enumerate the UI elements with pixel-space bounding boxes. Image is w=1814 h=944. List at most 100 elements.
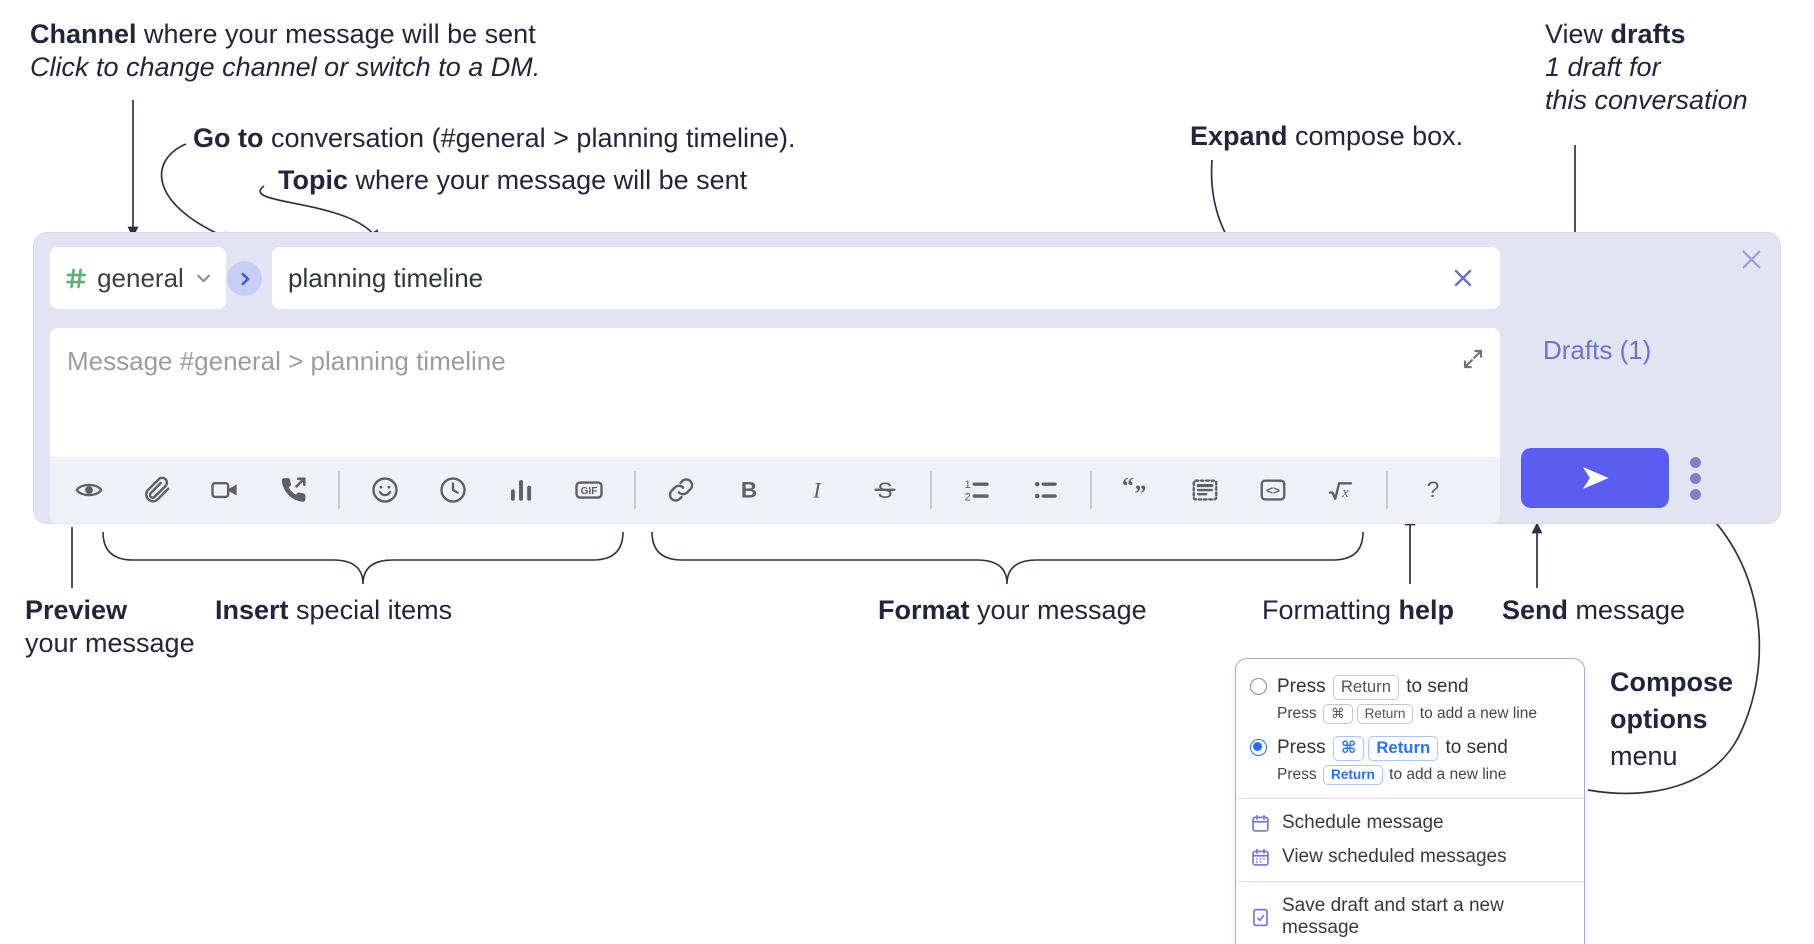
send-shortcut-option[interactable]: Press Return to send <box>1236 669 1584 702</box>
compose-options-button[interactable] <box>1683 457 1707 500</box>
gif-icon: GIF <box>575 481 603 499</box>
svg-text:”: ” <box>1135 481 1147 505</box>
annotation-format: Format your message <box>878 595 1147 625</box>
menu-item-save-draft-and-start-a-new-message[interactable]: Save draft and start a new message <box>1236 889 1584 944</box>
channel-selector[interactable]: general <box>49 246 227 310</box>
add-poll-button[interactable] <box>498 470 544 510</box>
ul-icon <box>1035 481 1057 499</box>
hash-icon <box>66 268 86 288</box>
spoiler-button[interactable] <box>1182 470 1228 510</box>
expand-diagonal-icon[interactable] <box>1460 346 1486 372</box>
option-sublabel: Press ⌘Return to add a new line <box>1236 702 1584 730</box>
message-input[interactable]: Message #general > planning timeline <box>50 328 1500 457</box>
svg-text:<>: <> <box>1266 483 1280 497</box>
radio-unselected[interactable] <box>1250 678 1267 695</box>
add-gif-button[interactable]: GIF <box>566 470 612 510</box>
annotation-compose-options: Compose options menu <box>1610 667 1734 771</box>
kbd-key: Return <box>1356 704 1414 725</box>
dot <box>1689 473 1701 484</box>
drafts-link[interactable]: Drafts (1) <box>1543 335 1652 365</box>
quote-button[interactable]: “” <box>1114 470 1160 510</box>
link-icon <box>668 478 694 502</box>
bulleted-list-button[interactable] <box>1022 470 1068 510</box>
svg-text:?: ? <box>1427 477 1440 502</box>
strikethrough-button[interactable]: S <box>862 470 908 510</box>
annotation-view-drafts: View drafts 1 draft for this conversatio… <box>1545 19 1748 115</box>
annotation-preview: Preview your message <box>25 595 195 658</box>
quote-icon: “” <box>1122 475 1147 505</box>
send-shortcut-option[interactable]: Press ⌘Return to send <box>1236 730 1584 763</box>
dot <box>1689 457 1701 468</box>
topic-input[interactable]: planning timeline <box>271 246 1501 310</box>
code-button[interactable]: <> <box>1250 470 1296 510</box>
ol-icon: 12 <box>965 479 989 504</box>
poll-icon <box>510 479 532 501</box>
send-button[interactable] <box>1521 448 1669 508</box>
help-icon: ? <box>1427 477 1440 502</box>
bold-icon: B <box>741 478 757 503</box>
kbd-key: Return <box>1322 765 1383 786</box>
toolbar-divider <box>338 471 340 509</box>
menu-text: Press <box>1277 766 1321 783</box>
svg-text:1: 1 <box>965 479 971 491</box>
svg-text:“: “ <box>1122 475 1134 500</box>
kbd-key: Return <box>1332 675 1399 700</box>
channel-name: general <box>97 262 184 293</box>
annotation-topic: Topic where your message will be sent <box>278 165 748 195</box>
annotation-channel: Channel where your message will be sent … <box>30 19 541 82</box>
insert-link-button[interactable] <box>658 470 704 510</box>
menu-text: Press <box>1277 676 1331 697</box>
toolbar-divider <box>930 471 932 509</box>
calendar-icon <box>1252 814 1269 832</box>
send-arrow-icon <box>1582 466 1609 490</box>
x-clear-icon[interactable] <box>1450 265 1476 291</box>
close-compose-button[interactable] <box>1736 244 1766 274</box>
topic-value: planning timeline <box>288 262 484 293</box>
save-draft-icon <box>1253 908 1268 926</box>
menu-text: Press <box>1277 737 1331 758</box>
start-voice-call-button[interactable] <box>270 470 316 510</box>
menu-item-view-scheduled-messages[interactable]: View scheduled messages <box>1236 840 1584 874</box>
menu-item-label: Schedule message <box>1282 812 1444 833</box>
paperclip-icon <box>145 476 170 503</box>
x-close-icon <box>1742 250 1760 268</box>
message-box: Message #general > planning timeline GIF… <box>49 327 1501 524</box>
toolbar-divider <box>1386 471 1388 509</box>
bold-button[interactable]: B <box>726 470 772 510</box>
italic-button[interactable]: I <box>794 470 840 510</box>
annotation-formatting-help: Formatting help <box>1262 595 1455 625</box>
toolbar-divider <box>634 471 636 509</box>
chevron-down-icon <box>197 274 210 283</box>
annotation-goto: Go to conversation (#general > planning … <box>193 123 796 153</box>
start-video-call-button[interactable] <box>202 470 248 510</box>
eye-icon <box>75 483 103 497</box>
svg-text:B: B <box>741 478 757 503</box>
svg-text:I: I <box>812 478 822 503</box>
preview-button[interactable] <box>66 470 112 510</box>
annotation-send: Send message <box>1502 595 1686 625</box>
video-icon <box>211 481 237 499</box>
go-to-conversation-button[interactable] <box>227 261 262 296</box>
kbd-key: ⌘ <box>1322 704 1353 725</box>
calendar-dots-icon <box>1252 848 1269 866</box>
strike-icon: S <box>874 478 896 503</box>
message-placeholder: Message #general > planning timeline <box>67 346 506 376</box>
annotation-expand: Expand compose box. <box>1190 121 1464 151</box>
menu-text: to send <box>1440 737 1508 758</box>
formatting-help-button[interactable]: ? <box>1410 470 1456 510</box>
add-emoji-button[interactable] <box>362 470 408 510</box>
add-global-time-button[interactable] <box>430 470 476 510</box>
leader-goto <box>160 143 234 242</box>
attach-file-button[interactable] <box>134 470 180 510</box>
compose-box: general planning timeline Message #gener… <box>33 232 1781 524</box>
menu-item-label: Save draft and start a new message <box>1282 895 1504 938</box>
radio-selected[interactable] <box>1250 739 1267 756</box>
kbd-key: ⌘ <box>1332 736 1365 761</box>
math-button[interactable]: x <box>1318 470 1364 510</box>
svg-text:2: 2 <box>965 492 971 504</box>
underbrace-insert <box>102 531 624 585</box>
menu-item-schedule-message[interactable]: Schedule message <box>1236 806 1584 840</box>
emoji-icon <box>372 477 398 503</box>
